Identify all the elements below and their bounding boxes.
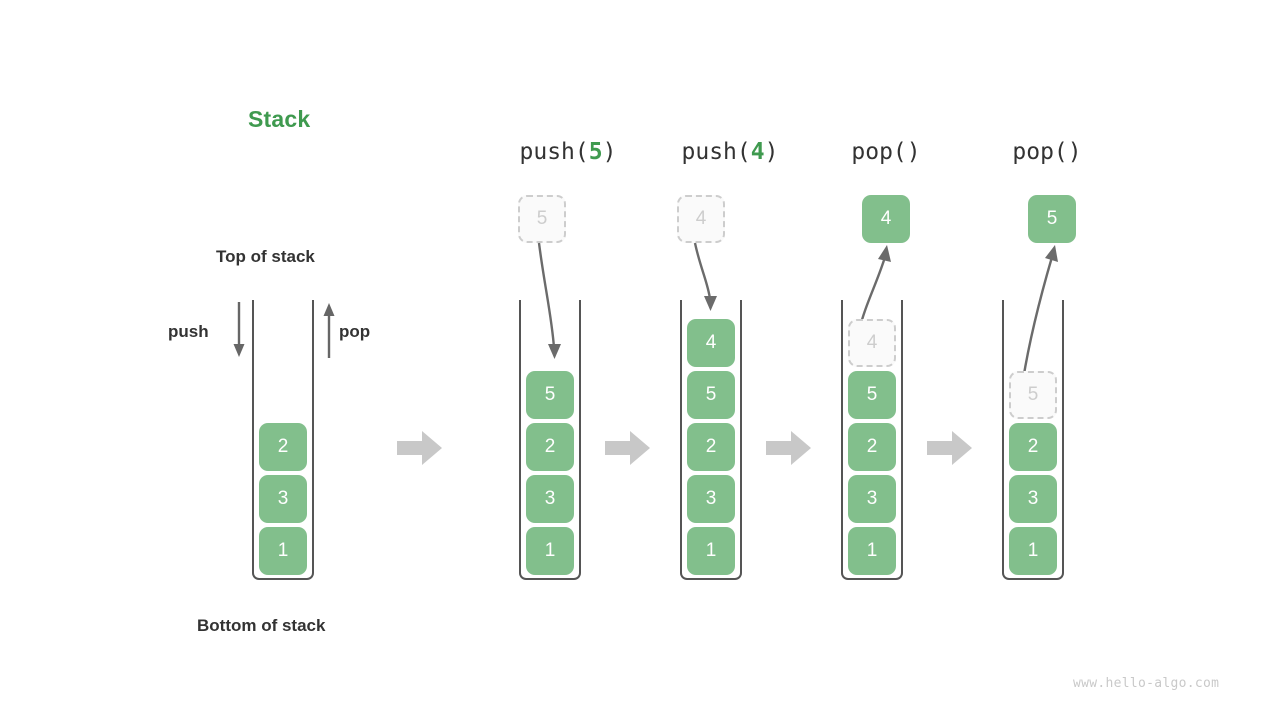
outgoing-cell: 4	[862, 195, 910, 243]
op-argument: 5	[588, 139, 603, 165]
incoming-cell-ghost: 5	[518, 195, 566, 243]
pop-arrow-icon	[323, 303, 335, 358]
flow-arrow-icon	[766, 431, 811, 465]
operation-label-push-4: push(4)	[650, 139, 810, 165]
operation-label-pop-1: pop()	[806, 139, 966, 165]
op-text: pop()	[851, 139, 921, 165]
pop-label: pop	[339, 322, 371, 341]
flow-arrow-icon	[927, 431, 972, 465]
stack-cell: 5	[848, 371, 896, 419]
stack-cells-3: 4 5 2 3 1	[848, 319, 896, 575]
op-text: pop()	[1012, 139, 1082, 165]
stack-cell: 1	[687, 527, 735, 575]
stack-cells-4: 5 2 3 1	[1009, 371, 1057, 575]
incoming-cell-ghost: 4	[677, 195, 725, 243]
stack-cell: 3	[1009, 475, 1057, 523]
stack-container-0	[252, 300, 314, 580]
stack-cell-ghost: 4	[848, 319, 896, 367]
push-motion-arrow-icon	[537, 242, 561, 359]
push-arrow-icon	[233, 302, 245, 357]
stack-cell: 4	[687, 319, 735, 367]
stack-cell: 3	[526, 475, 574, 523]
bottom-of-stack-label: Bottom of stack	[197, 616, 326, 635]
stack-cell: 2	[526, 423, 574, 471]
operation-label-pop-2: pop()	[967, 139, 1127, 165]
stack-container-2	[680, 300, 742, 580]
op-name: push(	[519, 139, 589, 165]
operation-label-push-5: push(5)	[488, 139, 648, 165]
pop-motion-arrow-icon	[1021, 245, 1058, 381]
stack-container-3	[841, 300, 903, 580]
push-label: push	[168, 322, 209, 341]
push-motion-arrow-icon	[693, 242, 717, 311]
stack-cell: 2	[687, 423, 735, 471]
stack-cell: 5	[526, 371, 574, 419]
op-suffix: )	[764, 139, 779, 165]
op-suffix: )	[602, 139, 617, 165]
stack-container-4	[1002, 300, 1064, 580]
stack-cell: 3	[259, 475, 307, 523]
stack-cells-0: 2 3 1	[259, 423, 307, 575]
stack-cell: 3	[687, 475, 735, 523]
page-title: Stack	[248, 106, 311, 132]
stack-cells-1: 5 2 3 1	[526, 371, 574, 575]
stack-cell: 1	[848, 527, 896, 575]
op-name: push(	[681, 139, 751, 165]
stack-cell: 2	[848, 423, 896, 471]
stack-cell: 2	[259, 423, 307, 471]
op-argument: 4	[750, 139, 765, 165]
watermark: www.hello-algo.com	[1073, 676, 1220, 691]
flow-arrow-icon	[605, 431, 650, 465]
stack-cell-ghost: 5	[1009, 371, 1057, 419]
stack-cell: 1	[526, 527, 574, 575]
stack-cell: 1	[1009, 527, 1057, 575]
stack-container-1	[519, 300, 581, 580]
flow-arrow-icon	[397, 431, 442, 465]
outgoing-cell: 5	[1028, 195, 1076, 243]
stack-cell: 3	[848, 475, 896, 523]
stack-cell: 5	[687, 371, 735, 419]
stack-cells-2: 4 5 2 3 1	[687, 319, 735, 575]
top-of-stack-label: Top of stack	[216, 247, 315, 266]
stack-cell: 1	[259, 527, 307, 575]
stack-cell: 2	[1009, 423, 1057, 471]
